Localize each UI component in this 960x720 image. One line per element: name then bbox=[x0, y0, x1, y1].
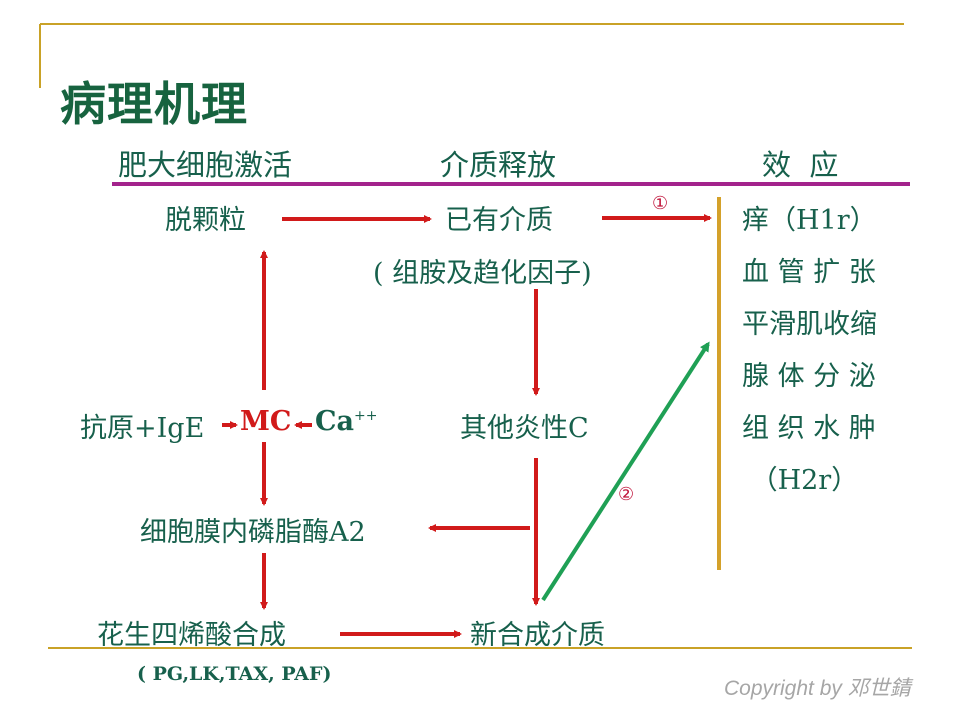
node-arachidonic-acid: 花生四烯酸合成 bbox=[97, 620, 286, 651]
node-antigen-ige: 抗原+IgE bbox=[80, 413, 205, 444]
calcium-superscript: ++ bbox=[353, 408, 378, 424]
header-effects: 效 应 bbox=[762, 148, 839, 182]
node-existing-mediators-note: ( 组胺及趋化因子) bbox=[373, 258, 592, 289]
header-mediator-release: 介质释放 bbox=[440, 148, 557, 182]
node-other-inflammatory-cells: 其他炎性C bbox=[460, 413, 589, 444]
header-mast-cell-activation: 肥大细胞激活 bbox=[118, 148, 293, 182]
arrow-new-to-effects bbox=[541, 341, 710, 602]
node-arachidonic-note: ( PG,LK,TAX, PAF) bbox=[137, 663, 332, 685]
node-calcium: Ca++ bbox=[315, 406, 377, 437]
effect-item: （H2r） bbox=[742, 465, 859, 496]
marker-path-2: ② bbox=[618, 484, 635, 505]
effects-list: 痒（H1r） 血 管 扩 张 平滑肌收缩 腺 体 分 泌 组 织 水 肿 （H2… bbox=[742, 195, 877, 507]
slide-title: 病理机理 bbox=[60, 77, 248, 131]
effect-item: 平滑肌收缩 bbox=[742, 309, 877, 340]
marker-path-1: ① bbox=[652, 193, 669, 214]
node-new-mediators: 新合成介质 bbox=[470, 620, 605, 651]
effect-item: 腺 体 分 泌 bbox=[742, 361, 876, 392]
node-existing-mediators: 已有介质 bbox=[445, 205, 553, 236]
effect-item: 组 织 水 肿 bbox=[742, 413, 876, 444]
node-mast-cell: MC bbox=[240, 406, 292, 437]
copyright-text: Copyright by 邓世錆 bbox=[724, 677, 911, 700]
calcium-label: Ca bbox=[315, 406, 354, 437]
node-degranulation: 脱颗粒 bbox=[165, 205, 246, 236]
node-phospholipase-a2: 细胞膜内磷脂酶A2 bbox=[140, 517, 366, 548]
effect-item: 血 管 扩 张 bbox=[742, 257, 876, 288]
effect-item: 痒（H1r） bbox=[742, 205, 877, 236]
